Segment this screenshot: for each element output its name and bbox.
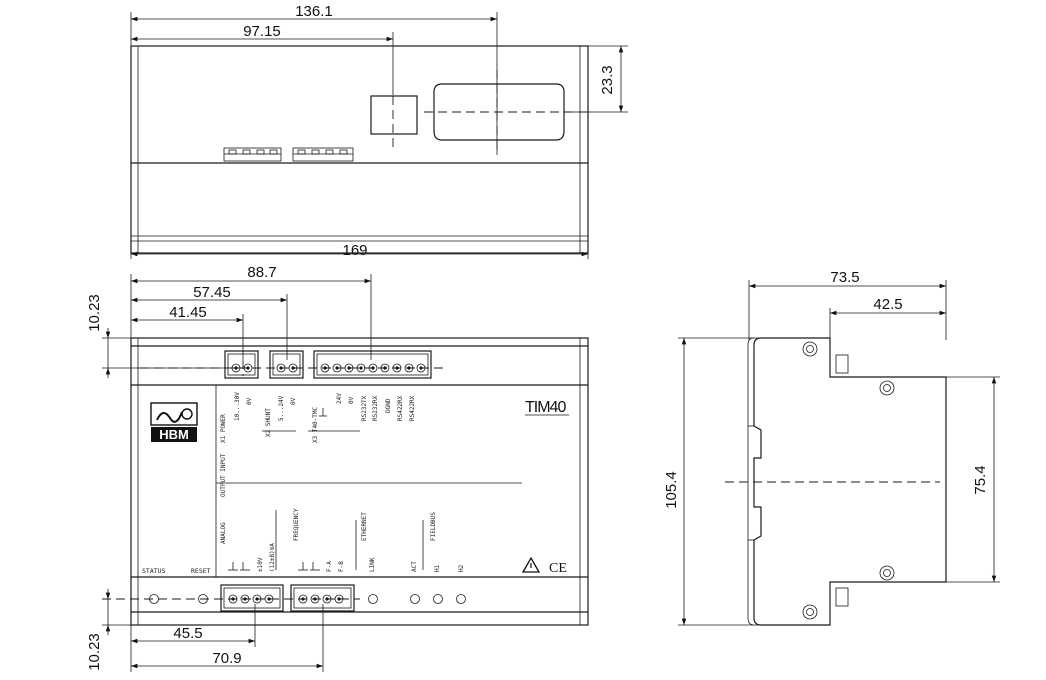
label-frequency: FREQUENCY	[293, 508, 300, 541]
brand-text: HBM	[159, 427, 189, 442]
side-clip-bottom	[835, 587, 849, 607]
connector-x2	[269, 350, 304, 379]
top-terminal-strip-1	[223, 147, 282, 162]
front-view: 88.7 57.45 41.45 10.23	[86, 264, 589, 672]
side-clip-top	[835, 354, 849, 374]
h1-led	[433, 594, 443, 604]
front-body-outline	[130, 337, 589, 626]
x1-labels: X1 POWER 10...30V 0V	[220, 392, 253, 443]
label-output-input: OUTPUT INPUT	[220, 453, 227, 497]
warning-icon	[521, 556, 541, 573]
label-x2-v2: 0V	[290, 397, 297, 405]
dim-label-45: 45.5	[173, 625, 202, 642]
connector-analog-out	[220, 584, 284, 612]
label-x3-v2: 0V	[348, 396, 355, 404]
label-x3-p3: DGND	[385, 398, 392, 413]
side-hole	[802, 341, 818, 357]
dim-label-23: 23.3	[599, 65, 616, 94]
label-x2-shunt: X2 SHUNT	[265, 408, 272, 437]
label-12ma: (12±8)mA	[269, 543, 276, 572]
side-view: 73.5 42.5 105.4 75.4	[663, 269, 1000, 626]
ce-mark: CE	[549, 561, 567, 576]
ground-icon	[228, 562, 250, 571]
hbm-logo: HBM	[150, 402, 198, 442]
label-analog: ANALOG	[220, 522, 227, 544]
x2-labels: X2 SHUNT 5...24V 0V	[262, 395, 297, 437]
label-x3-tmc: X3 T40-TMC	[312, 406, 319, 443]
act-led	[410, 594, 420, 604]
x3-labels: X3 T40-TMC 24V 0V RS232TX RS232RX DGND R…	[308, 393, 416, 443]
connector-x3	[313, 350, 432, 379]
label-x2-v1: 5...24V	[278, 395, 285, 421]
label-x1-v1: 10...30V	[234, 392, 241, 421]
ground-icon	[298, 562, 320, 571]
side-hole	[879, 380, 895, 396]
top-view: 136.1 97.15 23.3	[130, 3, 628, 259]
connector-x1	[224, 350, 259, 379]
label-fieldbus: FIELDBUS	[430, 512, 437, 541]
dim-label-75: 75.4	[972, 465, 989, 494]
side-body-outline	[753, 337, 947, 626]
label-x3-p1: RS232TX	[361, 395, 368, 421]
dim-label-105: 105.4	[663, 471, 680, 509]
top-body-outline	[130, 45, 589, 254]
label-link: LINK	[369, 557, 376, 572]
dim-label-70: 70.9	[212, 650, 241, 667]
label-x3-p5: RS422RX	[409, 395, 416, 421]
label-h1: H1	[434, 564, 441, 572]
top-ethernet-port	[433, 83, 565, 141]
dim-label-97: 97.15	[243, 23, 281, 40]
h2-led	[456, 594, 466, 604]
label-act: ACT	[411, 561, 418, 572]
top-port-block	[370, 95, 418, 135]
label-x3-p4: RS422RX	[397, 395, 404, 421]
label-fa: F-A	[326, 561, 333, 572]
dim-label-57: 57.45	[193, 284, 231, 301]
dim-label-136: 136.1	[295, 3, 333, 20]
label-reset: RESET	[191, 567, 211, 575]
dim-label-42: 42.5	[873, 296, 902, 313]
connector-frequency-out	[290, 584, 355, 612]
side-hole	[802, 604, 818, 620]
top-terminal-strip-2	[292, 147, 354, 162]
side-body-edge	[747, 617, 755, 626]
model-label: TIM40	[525, 399, 566, 416]
label-x1-power: X1 POWER	[220, 414, 227, 443]
label-h2: H2	[458, 564, 465, 572]
dim-label-41: 41.45	[169, 304, 207, 321]
label-x3-p2: RS232RX	[372, 395, 379, 421]
link-led	[368, 594, 378, 604]
dim-label-10a: 10.23	[86, 294, 103, 332]
dim-label-169: 169	[342, 242, 367, 259]
dim-label-88: 88.7	[247, 264, 276, 281]
label-ethernet: ETHERNET	[361, 512, 368, 541]
side-hole	[879, 565, 895, 581]
dim-label-10b: 10.23	[86, 633, 103, 671]
label-x3-v1: 24V	[336, 393, 343, 404]
label-status: STATUS	[142, 567, 166, 575]
label-x1-v2: 0V	[246, 397, 253, 405]
label-fb: F-B	[338, 561, 345, 572]
dim-label-73: 73.5	[830, 269, 859, 286]
label-10v: ±10V	[257, 557, 264, 572]
